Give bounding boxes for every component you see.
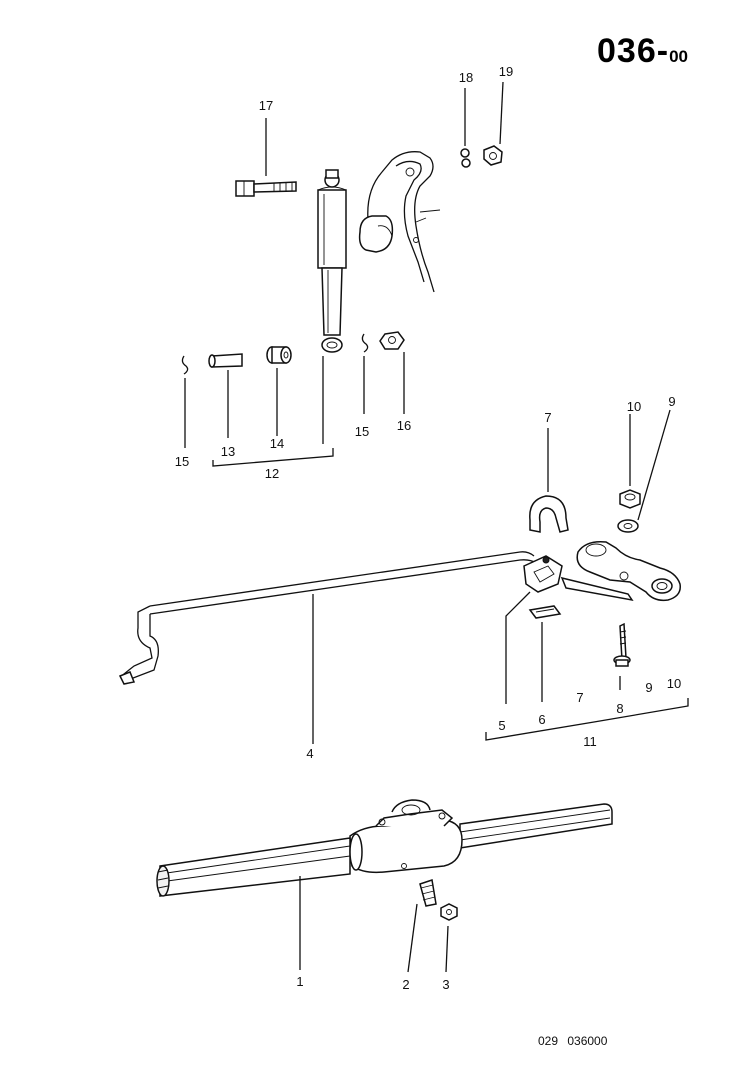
part-15-clip-right bbox=[361, 333, 369, 353]
part-12-shock-absorber bbox=[317, 169, 347, 353]
page-header: 036-00 bbox=[597, 32, 688, 71]
header-suffix: 00 bbox=[669, 47, 688, 66]
part-1-torsion-bar-tube bbox=[156, 803, 613, 897]
callout-9-group: 9 bbox=[645, 680, 652, 695]
callout-3: 3 bbox=[442, 977, 449, 992]
header-code: 036 bbox=[597, 32, 657, 70]
header-dash: - bbox=[656, 32, 670, 70]
callout-12: 12 bbox=[265, 466, 279, 481]
shock-absorber-group bbox=[181, 145, 503, 375]
part-3-nut bbox=[440, 903, 458, 921]
drawing-reference-number: 029 036000 bbox=[538, 1034, 608, 1048]
part-6-plate bbox=[528, 605, 562, 619]
callout-1: 1 bbox=[296, 974, 303, 989]
part-15-clip-left bbox=[181, 355, 189, 375]
callout-11: 11 bbox=[583, 734, 597, 749]
callout-15-right: 15 bbox=[355, 424, 369, 439]
callout-15-left: 15 bbox=[175, 454, 189, 469]
part-17-bolt bbox=[235, 180, 297, 197]
callout-2: 2 bbox=[402, 977, 409, 992]
callout-7-group: 7 bbox=[576, 690, 583, 705]
callout-10-top: 10 bbox=[627, 399, 641, 414]
part-7-clamp bbox=[529, 495, 569, 533]
callout-9-top: 9 bbox=[668, 394, 675, 409]
callout-19: 19 bbox=[499, 64, 513, 79]
callout-labels: 17 18 19 15 13 14 12 15 16 7 10 9 4 5 6 … bbox=[175, 64, 681, 992]
part-5-rubber-bush bbox=[523, 555, 563, 593]
part-19-nut bbox=[483, 145, 503, 166]
part-13-pin bbox=[208, 353, 243, 368]
leader-lines bbox=[184, 81, 689, 973]
callout-18: 18 bbox=[459, 70, 473, 85]
callout-7-top: 7 bbox=[544, 410, 551, 425]
part-9-washer bbox=[617, 519, 639, 533]
callout-14: 14 bbox=[270, 436, 284, 451]
part-16-nut bbox=[379, 331, 405, 350]
part-10-nut bbox=[619, 489, 641, 509]
anti-roll-bar-group bbox=[118, 489, 681, 685]
callout-8: 8 bbox=[616, 701, 623, 716]
callout-13: 13 bbox=[221, 444, 235, 459]
torsion-bar-center-housing bbox=[349, 799, 463, 874]
part-2-grub-screw bbox=[419, 879, 437, 907]
upper-mounting-bracket bbox=[358, 151, 441, 293]
part-4-anti-roll-bar bbox=[118, 551, 537, 685]
part-18-washer bbox=[460, 148, 471, 168]
part-8-bolt bbox=[613, 622, 631, 667]
part-14-bush bbox=[266, 346, 292, 364]
torsion-bar-group bbox=[156, 799, 613, 921]
callout-4: 4 bbox=[306, 746, 313, 761]
callout-5: 5 bbox=[498, 718, 505, 733]
callout-10-group: 10 bbox=[667, 676, 681, 691]
callout-17: 17 bbox=[259, 98, 273, 113]
callout-6: 6 bbox=[538, 712, 545, 727]
link-arm-bracket bbox=[560, 540, 681, 602]
callout-16: 16 bbox=[397, 418, 411, 433]
